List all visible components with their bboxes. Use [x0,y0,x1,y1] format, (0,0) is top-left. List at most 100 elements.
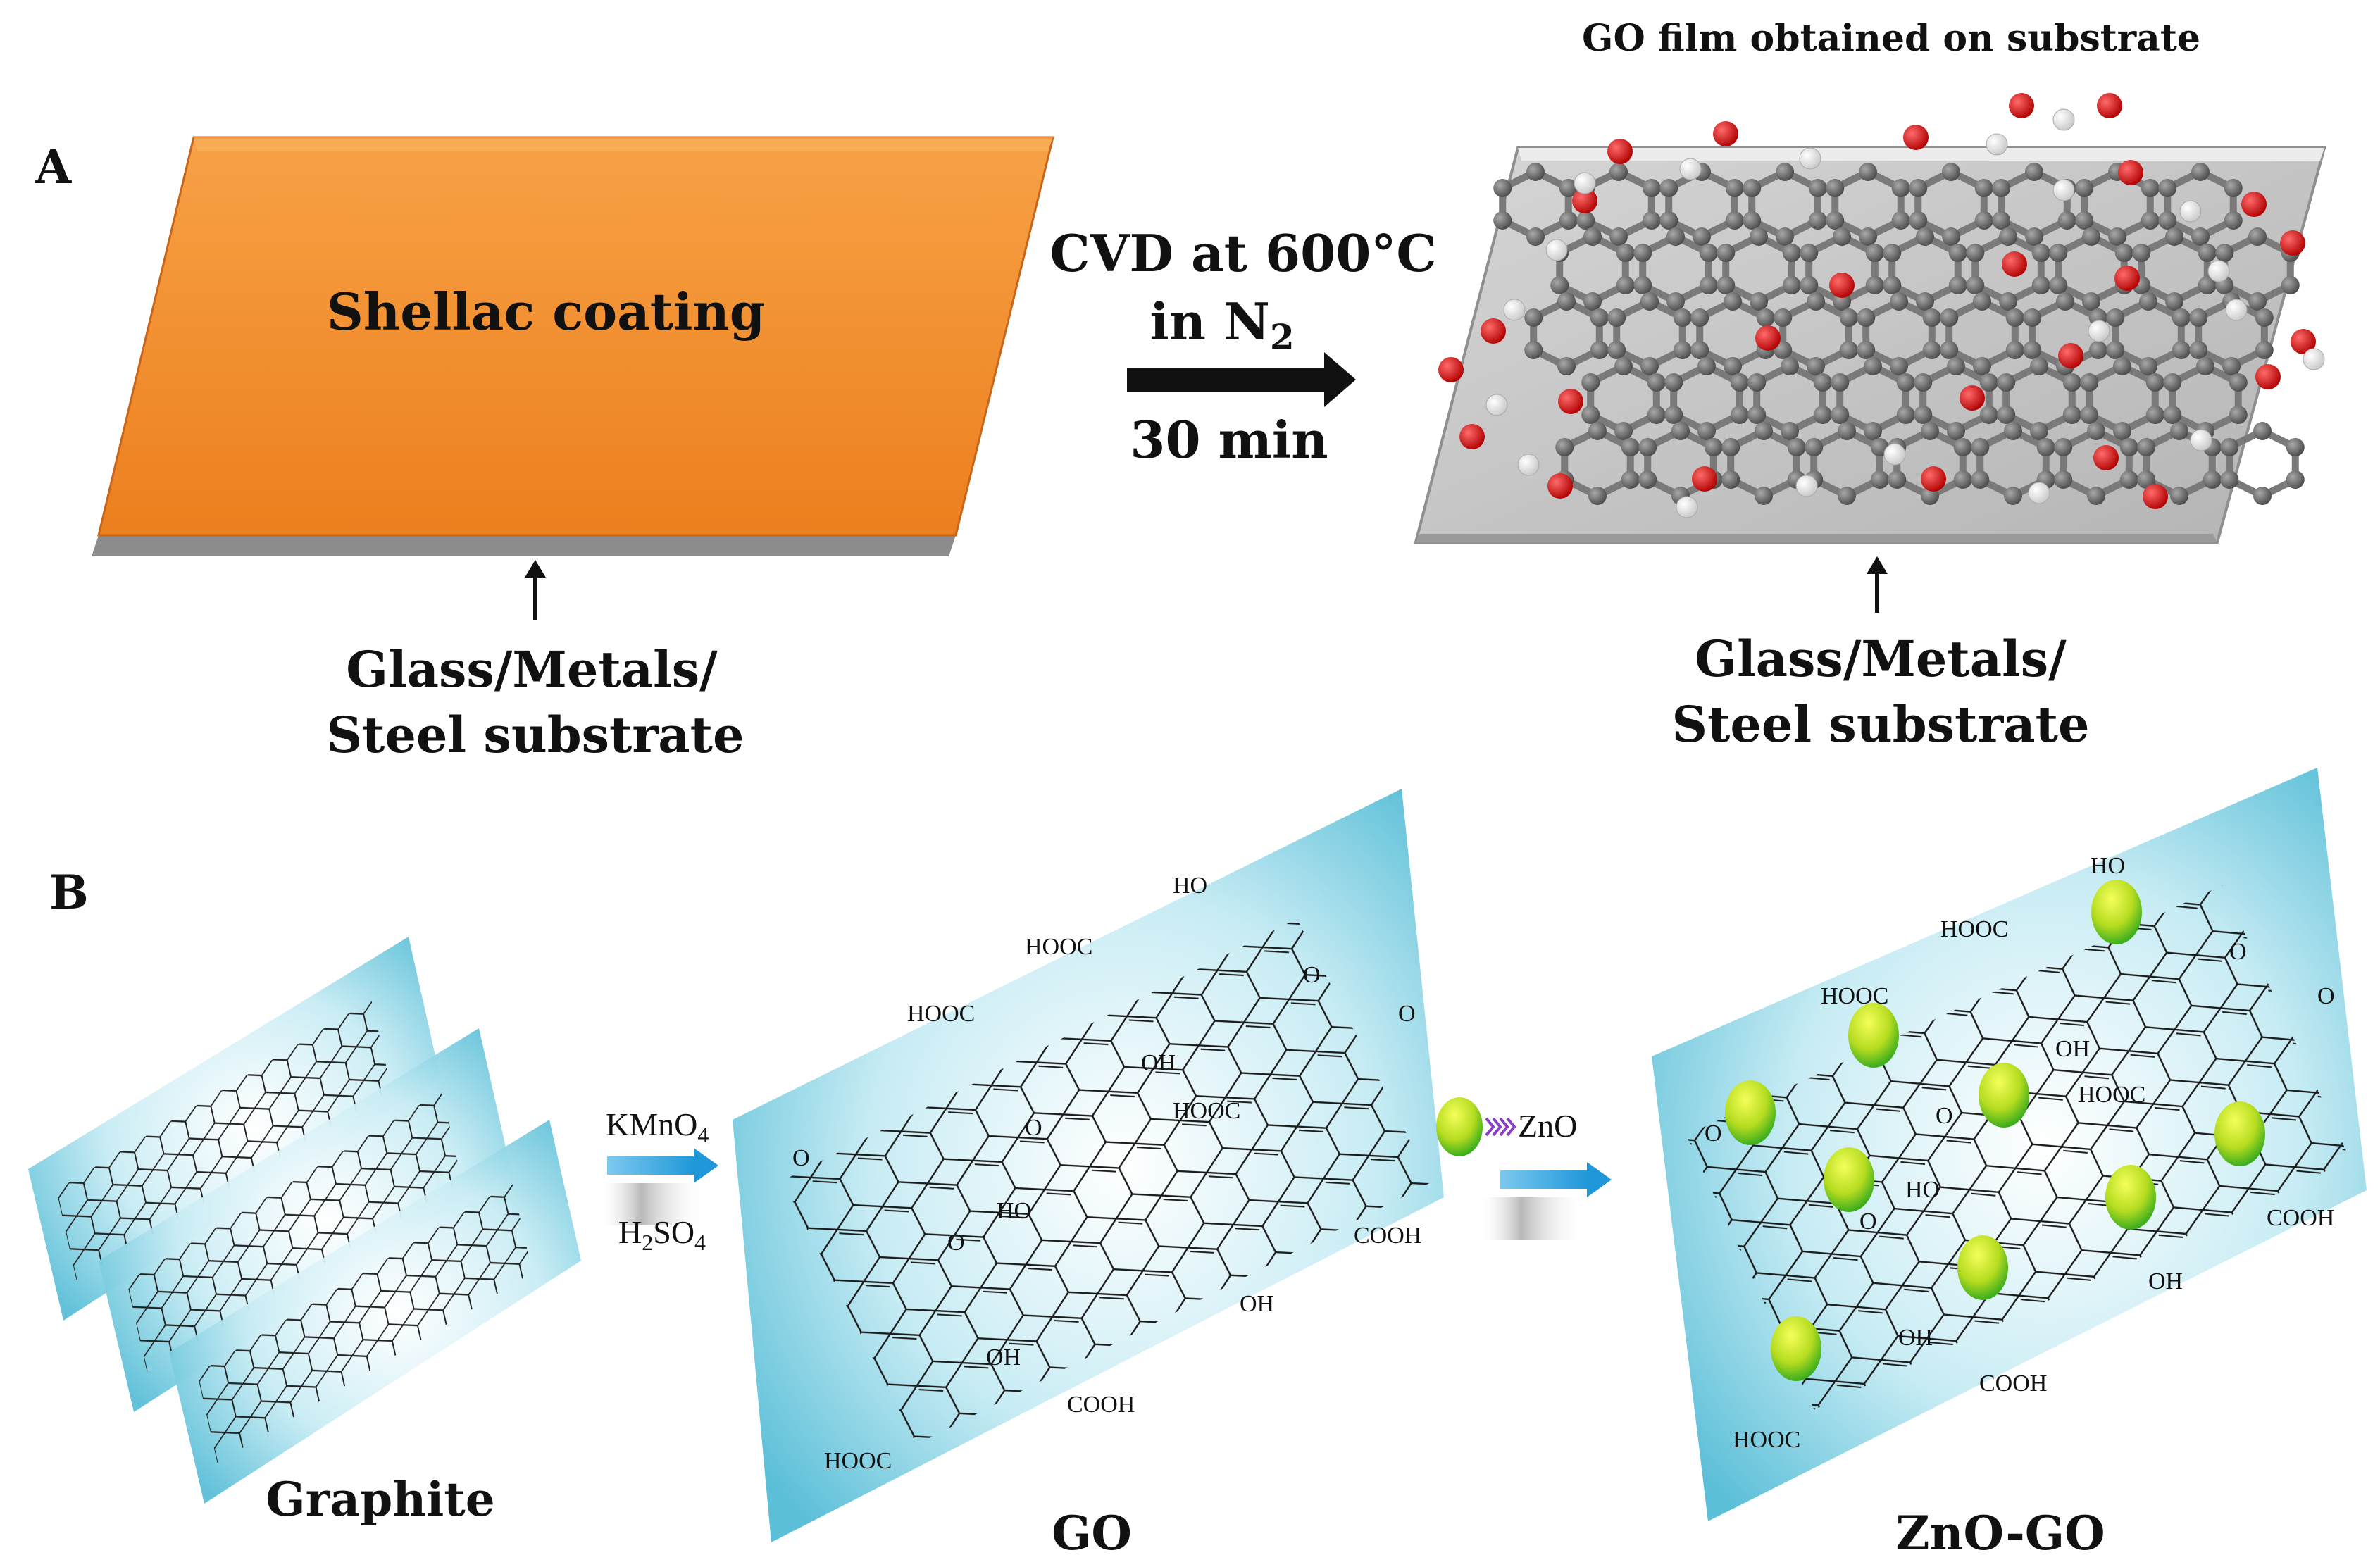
carbon-atom [2139,292,2157,311]
carbon-atom [1892,179,1910,197]
carbon-atom [2281,276,2300,294]
carbon-atom [1781,422,1799,440]
zno-group-cooh-right: COOH [2267,1205,2334,1231]
hydrogen-atom [2303,349,2324,370]
carbon-atom [2229,373,2248,392]
carbon-atom [1493,211,1512,230]
substrate-label-left-line1: Glass/Metals/ [346,640,718,699]
reagent-h2so4: H2SO4 [618,1214,706,1255]
zno-reagent-label: ZnO [1518,1108,1577,1144]
zno-nanoparticle [2105,1165,2156,1230]
carbon-atom [1671,422,1690,440]
carbon-atom [1559,211,1578,230]
carbon-atom [2075,211,2093,230]
carbon-atom [1726,179,1744,197]
zno-nanoparticle [1824,1147,1874,1212]
carbon-atom [1997,373,2015,392]
go-group-o-bottom: O [947,1230,965,1256]
oxygen-atom [2009,93,2034,118]
panel-a-letter: A [35,139,72,194]
zno-group-o-ketone-right: O [2317,983,2335,1009]
hydrogen-atom [1676,497,1697,518]
carbon-atom [1755,487,1773,505]
hydrogen-atom [2053,180,2074,201]
carbon-atom [2115,244,2133,262]
carbon-atom [2004,422,2022,440]
zno-group-cooh-bottom: COOH [1979,1371,2047,1397]
carbon-atom [1971,438,1989,456]
zno-group-hooc-3: HOOC [2078,1082,2145,1108]
go-group-o-ketone-right: O [1398,1001,1416,1027]
carbon-atom [2004,487,2022,505]
carbon-atom [1871,470,1889,489]
carbon-atom [2113,357,2131,375]
carbon-atom [2006,341,2024,359]
carbon-atom [1840,341,1858,359]
carbon-atom [1674,308,1692,327]
carbon-atom [2023,341,2041,359]
carbon-atom [1621,470,1640,489]
carbon-atom [1581,373,1600,392]
oxygen-atom [2255,364,2281,389]
oxygen-atom [1459,424,1485,449]
carbon-atom [1892,211,1910,230]
go-group-cooh-right: COOH [1354,1223,1421,1249]
carbon-atom [2253,422,2272,440]
carbon-atom [1776,163,1794,181]
carbon-atom [1555,438,1574,456]
carbon-atom [1690,341,1709,359]
zno-group-ho-mid: HO [1905,1177,1940,1203]
carbon-atom [1609,227,1628,246]
carbon-atom [2030,357,2048,375]
carbon-atom [1947,357,1965,375]
carbon-atom [1724,357,1742,375]
carbon-atom [2141,211,2160,230]
carbon-atom [1833,227,1851,246]
carbon-atom [1954,470,1972,489]
carbon-atom [2082,227,2100,246]
carbon-atom [2025,163,2043,181]
carbon-atom [2229,406,2248,424]
carbon-atom [1583,227,1602,246]
zno-go-label: ZnO-GO [1895,1506,2105,1561]
go-group-o-left: O [792,1145,810,1171]
go-group-cooh-bottom: COOH [1067,1392,1135,1418]
substrate-label-left-line2: Steel substrate [326,706,744,764]
carbon-atom [2080,406,2098,424]
carbon-atom [2191,163,2210,181]
zno-group-hooc-1: HOOC [1940,916,2008,942]
carbon-atom [1581,406,1600,424]
carbon-atom [2215,244,2233,262]
hydrogen-atom [1986,134,2007,155]
carbon-atom [1992,179,2010,197]
carbon-atom [2089,341,2107,359]
carbon-atom [1783,244,1801,262]
carbon-atom [1557,357,1576,375]
zno-group-oh-1: OH [2055,1036,2090,1062]
carbon-atom [1980,406,1998,424]
carbon-atom [2106,308,2124,327]
go-group-oh-1: OH [1141,1050,1176,1076]
carbon-atom [1609,163,1628,181]
carbon-atom [1557,292,1576,311]
zno-group-oh-3: OH [1898,1325,1933,1351]
carbon-atom [2023,308,2041,327]
go-group-hooc-bottom: HOOC [824,1448,892,1474]
carbon-atom [1992,211,2010,230]
hydrogen-atom [2053,109,2074,130]
hydrogen-atom [2088,320,2110,342]
carbon-atom [1949,244,1967,262]
carbon-atom [1831,406,1849,424]
carbon-atom [2032,244,2050,262]
carbon-atom [1940,341,1958,359]
carbon-atom [2286,438,2305,456]
carbon-atom [1838,422,1856,440]
carbon-atom [1588,487,1607,505]
carbon-atom [1966,244,1984,262]
carbon-atom [1883,276,1901,294]
zno-nanoparticle [2214,1101,2265,1166]
zno-arrow [1479,1162,1612,1240]
oxygen-atom [1921,466,1946,492]
zno-chevron-icon [1486,1118,1514,1135]
carbon-atom [1971,470,1989,489]
